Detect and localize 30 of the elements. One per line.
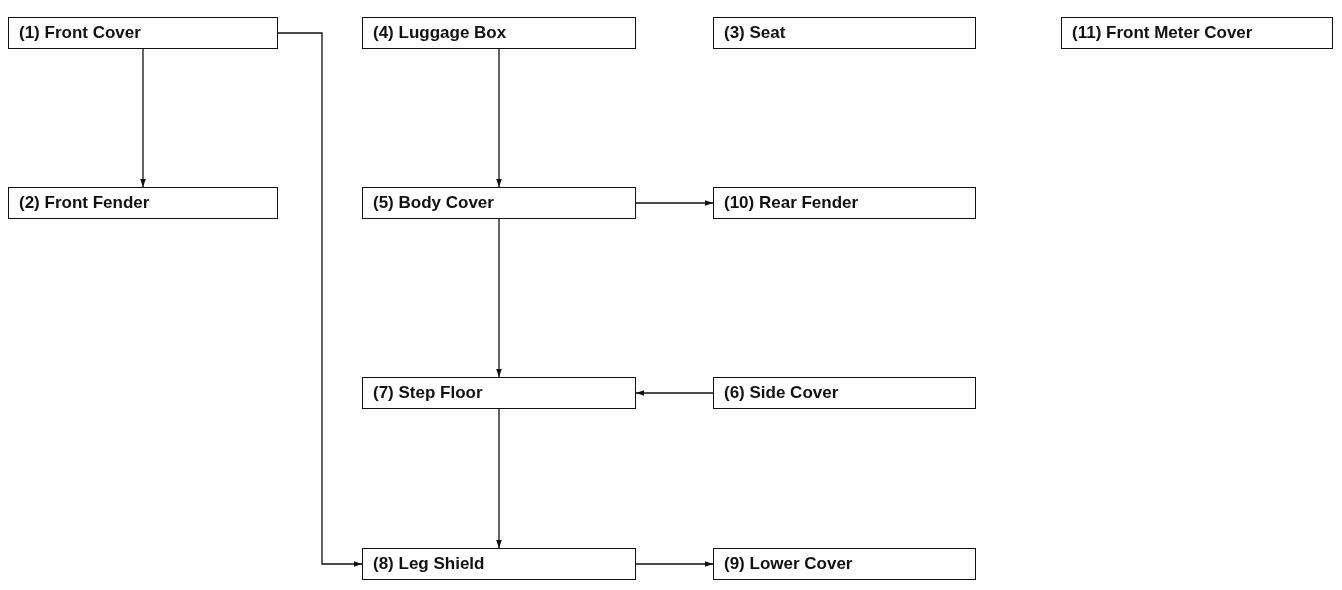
part-box bbox=[362, 548, 636, 580]
part-label: (4) Luggage Box bbox=[373, 23, 507, 43]
part-box bbox=[362, 187, 636, 219]
arrow bbox=[635, 561, 714, 567]
part-box bbox=[713, 187, 976, 219]
part-box bbox=[362, 377, 636, 409]
part-box bbox=[362, 17, 636, 49]
part-box bbox=[8, 17, 278, 49]
arrow bbox=[277, 32, 363, 567]
arrow bbox=[496, 48, 502, 188]
part-box bbox=[713, 17, 976, 49]
part-label: (1) Front Cover bbox=[19, 23, 141, 43]
arrow bbox=[496, 408, 502, 549]
arrow bbox=[635, 390, 714, 396]
part-label: (11) Front Meter Cover bbox=[1072, 23, 1253, 43]
part-label: (9) Lower Cover bbox=[724, 554, 853, 574]
part-label: (8) Leg Shield bbox=[373, 554, 485, 574]
part-label: (2) Front Fender bbox=[19, 193, 150, 213]
part-label: (7) Step Floor bbox=[373, 383, 483, 403]
part-box bbox=[713, 548, 976, 580]
part-label: (6) Side Cover bbox=[724, 383, 839, 403]
arrow bbox=[496, 218, 502, 378]
part-box bbox=[713, 377, 976, 409]
part-box bbox=[8, 187, 278, 219]
arrow bbox=[140, 48, 146, 188]
part-box bbox=[1061, 17, 1333, 49]
arrow bbox=[635, 200, 714, 206]
part-label: (3) Seat bbox=[724, 23, 786, 43]
part-label: (5) Body Cover bbox=[373, 193, 494, 213]
part-label: (10) Rear Fender bbox=[724, 193, 859, 213]
